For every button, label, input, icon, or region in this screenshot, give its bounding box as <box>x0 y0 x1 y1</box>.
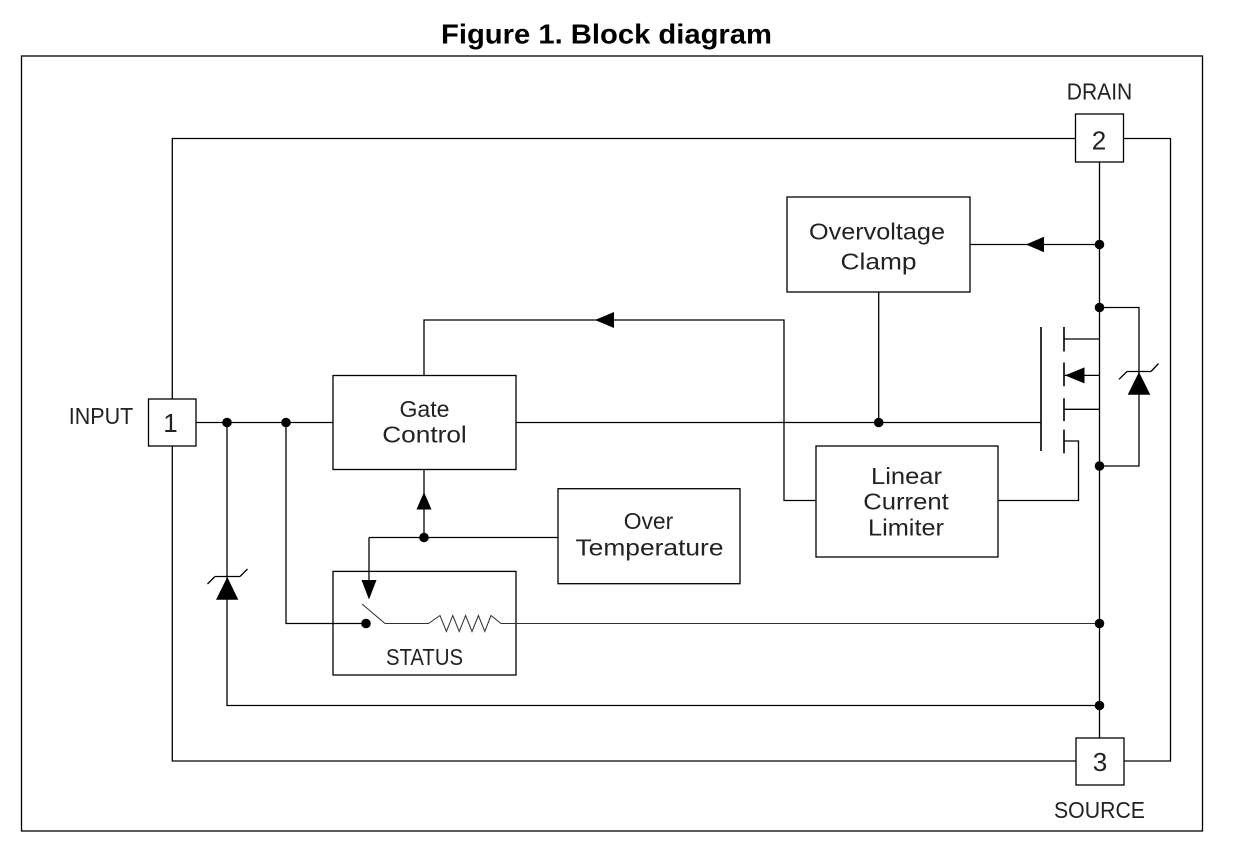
svg-text:DRAIN: DRAIN <box>1067 79 1133 105</box>
svg-text:Linear: Linear <box>871 463 942 489</box>
svg-text:Overvoltage: Overvoltage <box>809 219 945 245</box>
svg-text:Temperature: Temperature <box>576 535 724 561</box>
svg-text:3: 3 <box>1093 747 1107 777</box>
svg-text:SOURCE: SOURCE <box>1054 797 1145 823</box>
svg-text:Clamp: Clamp <box>841 249 917 275</box>
svg-text:1: 1 <box>163 408 177 438</box>
svg-text:Control: Control <box>382 422 467 448</box>
svg-text:STATUS: STATUS <box>386 644 463 670</box>
svg-text:Gate: Gate <box>400 396 450 422</box>
svg-text:Limiter: Limiter <box>868 515 944 541</box>
svg-text:INPUT: INPUT <box>69 403 134 429</box>
svg-text:Over: Over <box>624 508 674 534</box>
svg-text:2: 2 <box>1092 126 1106 156</box>
svg-text:Current: Current <box>863 489 949 515</box>
svg-text:Figure 1. Block diagram: Figure 1. Block diagram <box>441 19 772 50</box>
